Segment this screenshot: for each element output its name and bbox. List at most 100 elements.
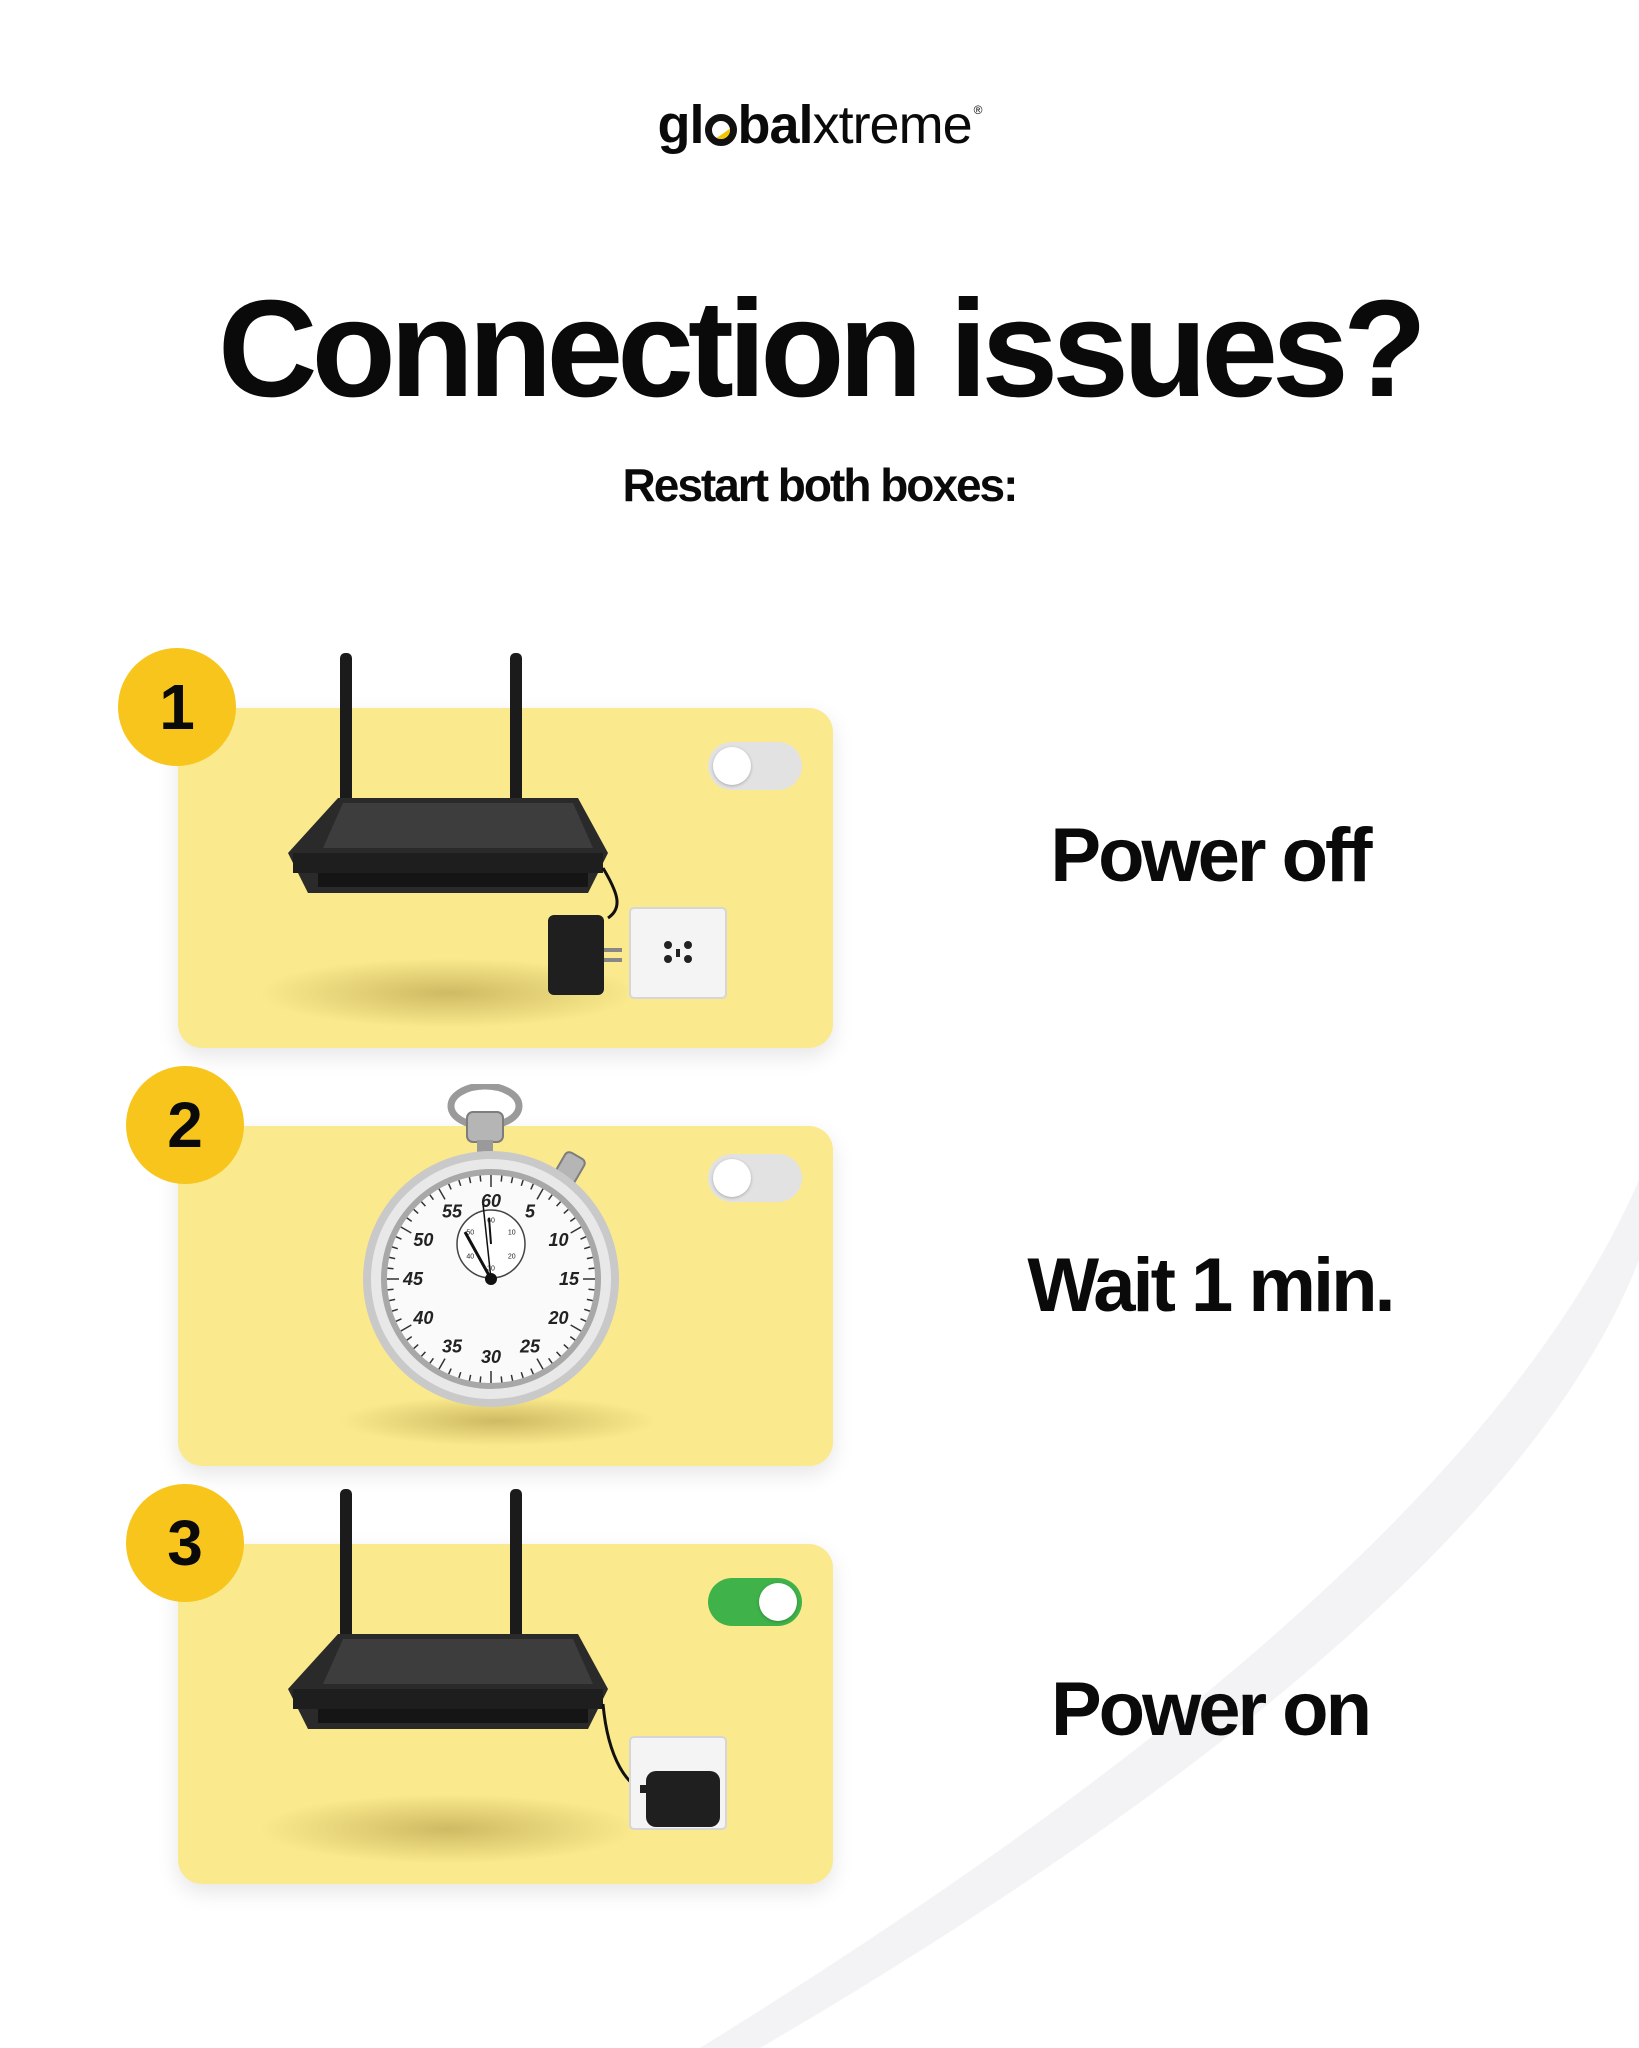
- stopwatch-tick: [448, 1183, 452, 1190]
- stopwatch-tick: [458, 1179, 462, 1187]
- stopwatch-tick: [500, 1376, 503, 1383]
- stopwatch-tick: [468, 1374, 472, 1381]
- stopwatch-tick: [458, 1371, 462, 1379]
- step-card-2: 60 5 10 15 20 25 30 35 40 45 50 55 60 10 20 30 40 50: [178, 1084, 833, 1466]
- stopwatch-major-label: 55: [442, 1201, 463, 1221]
- stopwatch-tick: [438, 1358, 446, 1370]
- stopwatch-tick: [389, 1298, 396, 1302]
- stopwatch-tick: [391, 1246, 399, 1250]
- stopwatch-major-label: 60: [481, 1191, 501, 1211]
- stopwatch-major-label: 35: [442, 1337, 463, 1357]
- step-card-3: [178, 1489, 833, 1884]
- stopwatch-tick: [536, 1358, 544, 1370]
- page-subtitle: Restart both boxes:: [622, 459, 1019, 511]
- stopwatch-tick: [570, 1324, 582, 1332]
- stopwatch-tick: [586, 1256, 593, 1260]
- stopwatch-tick: [563, 1208, 569, 1214]
- stopwatch-tick: [429, 1357, 435, 1364]
- stopwatch-tick: [387, 1267, 394, 1270]
- stopwatch-tick: [588, 1267, 595, 1270]
- stopwatch-major-label: 20: [548, 1308, 569, 1328]
- stopwatch-tick: [413, 1344, 419, 1350]
- stopwatch-major-label: 30: [481, 1347, 501, 1367]
- stopwatch-tick: [570, 1226, 582, 1234]
- step-label-2: Wait 1 min.: [1027, 1243, 1395, 1328]
- power-toggle-step-2[interactable]: [708, 1154, 802, 1202]
- stopwatch-tick: [406, 1217, 413, 1223]
- brand-part2: bal: [737, 95, 814, 155]
- stopwatch-icon: 60 5 10 15 20 25 30 35 40 45 50 55 60 10 20 30 40 50: [363, 1084, 619, 1407]
- stopwatch-tick: [391, 1308, 399, 1312]
- stopwatch-minor-label: 30: [487, 1266, 495, 1273]
- router-plugged-icon: [288, 1489, 727, 1830]
- stopwatch-tick: [580, 1318, 587, 1322]
- stopwatch-tick: [387, 1288, 394, 1291]
- stopwatch-tick: [536, 1188, 544, 1200]
- brand-part1: gl: [657, 95, 705, 155]
- stopwatch-minor-label: 60: [487, 1218, 495, 1225]
- power-toggle-step-3[interactable]: [708, 1578, 802, 1626]
- stopwatch-tick: [438, 1188, 446, 1200]
- stopwatch-tick: [530, 1183, 534, 1190]
- step-number-1: 1: [118, 648, 236, 766]
- stopwatch-tick: [479, 1175, 482, 1182]
- stopwatch-tick: [500, 1175, 503, 1182]
- stopwatch-tick: [547, 1357, 553, 1364]
- stopwatch-minor-labels: 60 10 20 30 40 50: [466, 1218, 515, 1273]
- stopwatch-tick: [395, 1318, 402, 1322]
- stopwatch-minor-label: 40: [466, 1254, 474, 1261]
- stopwatch-minor-label: 10: [508, 1230, 516, 1237]
- stopwatch-tick: [420, 1351, 426, 1357]
- step-label-1: Power off: [1050, 813, 1372, 898]
- stopwatch-major-label: 15: [559, 1269, 580, 1289]
- stopwatch-major-label: 5: [525, 1201, 536, 1221]
- stopwatch-tick: [520, 1371, 524, 1379]
- stopwatch-minor-label: 50: [466, 1230, 474, 1237]
- stopwatch-tick: [448, 1368, 452, 1375]
- stopwatch-tick: [429, 1194, 435, 1201]
- stopwatch-major-label: 50: [413, 1230, 433, 1250]
- stopwatch-tick: [530, 1368, 534, 1375]
- stopwatch-tick: [586, 1298, 593, 1302]
- brand-part3: xtreme: [812, 95, 973, 155]
- stopwatch-major-label: 10: [549, 1230, 569, 1250]
- stopwatch-major-label: 40: [412, 1308, 433, 1328]
- stopwatch-tick: [547, 1194, 553, 1201]
- stopwatch-tick: [395, 1236, 402, 1240]
- stopwatch-tick: [510, 1177, 514, 1184]
- stopwatch-tick: [588, 1288, 595, 1291]
- stopwatch-tick: [569, 1217, 576, 1223]
- logo-o-mark-icon: [704, 114, 737, 146]
- router-unplugged-icon: [288, 653, 727, 999]
- stopwatch-tick: [580, 1236, 587, 1240]
- stopwatch-tick: [520, 1179, 524, 1187]
- stopwatch-minor-label: 20: [508, 1254, 516, 1261]
- stopwatch-tick: [556, 1351, 562, 1357]
- stopwatch-tick: [583, 1246, 591, 1250]
- stopwatch-tick: [389, 1256, 396, 1260]
- registered-mark: ®: [973, 103, 983, 117]
- step-number-3: 3: [126, 1484, 244, 1602]
- stopwatch-tick: [583, 1308, 591, 1312]
- stopwatch-tick: [563, 1344, 569, 1350]
- stopwatch-ticks: [387, 1175, 595, 1383]
- stopwatch-tick: [468, 1177, 472, 1184]
- stopwatch-tick: [400, 1226, 412, 1234]
- stopwatch-major-labels: 60 5 10 15 20 25 30 35 40 45 50 55: [402, 1191, 580, 1367]
- step-card-1: [178, 653, 833, 1048]
- step-number-2: 2: [126, 1066, 244, 1184]
- stopwatch-tick: [479, 1376, 482, 1383]
- power-toggle-step-1[interactable]: [708, 742, 802, 790]
- stopwatch-tick: [413, 1208, 419, 1214]
- stopwatch-major-label: 45: [402, 1269, 424, 1289]
- stopwatch-tick: [556, 1201, 562, 1207]
- stopwatch-tick: [406, 1335, 413, 1341]
- stopwatch-tick: [569, 1335, 576, 1341]
- stopwatch-tick: [420, 1201, 426, 1207]
- step-label-3: Power on: [1050, 1667, 1372, 1752]
- stopwatch-tick: [510, 1374, 514, 1381]
- stopwatch-tick: [400, 1324, 412, 1332]
- page-title: Connection issues?: [217, 272, 1427, 426]
- stopwatch-major-label: 25: [519, 1337, 541, 1357]
